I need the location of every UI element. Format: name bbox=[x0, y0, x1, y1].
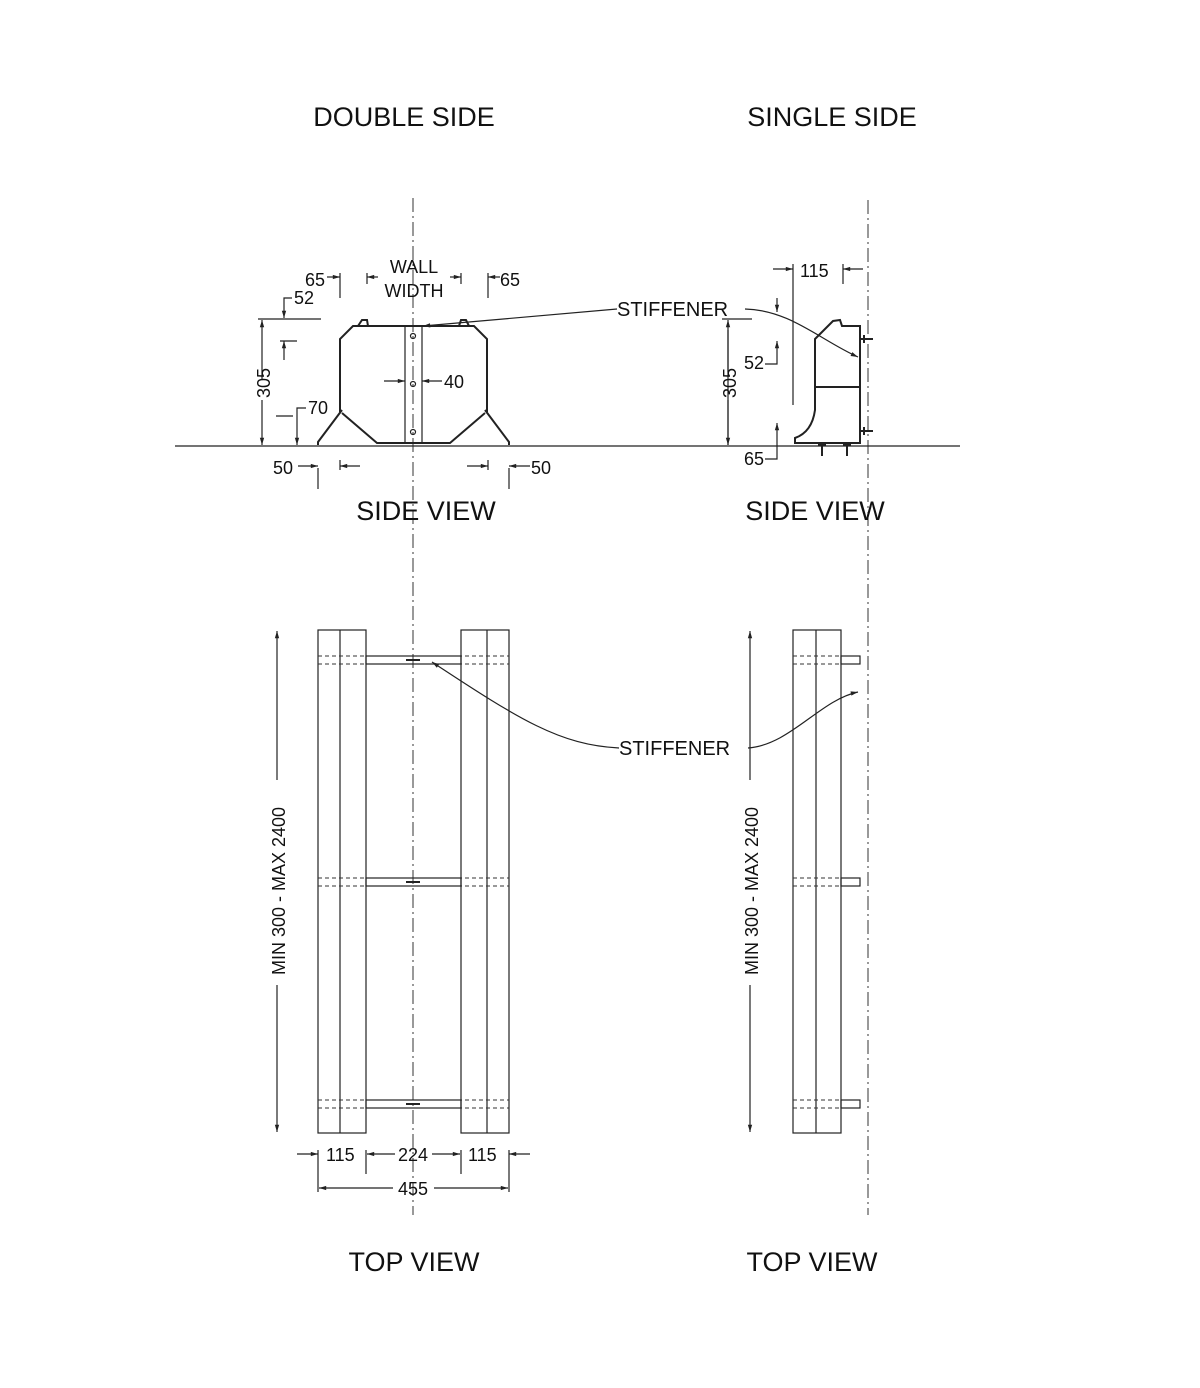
single-side-dimensions: 115 305 52 65 bbox=[720, 261, 863, 469]
dim-50-right: 50 bbox=[531, 458, 551, 478]
stiffener-label-side: STIFFENER bbox=[617, 299, 728, 321]
dim-65-right: 65 bbox=[500, 270, 520, 290]
stiffener-top-3 bbox=[318, 1099, 509, 1109]
dim-40: 40 bbox=[444, 372, 464, 392]
dim-52: 52 bbox=[294, 288, 314, 308]
stiffener-leader-top-double bbox=[431, 661, 620, 749]
double-side-dimensions: 65 WALL WIDTH 65 52 305 70 40 50 5 bbox=[254, 257, 551, 489]
wall-label: WALL bbox=[390, 257, 438, 277]
title-single-side: SINGLE SIDE bbox=[747, 102, 917, 132]
stiffener-top-1 bbox=[318, 655, 509, 665]
width-label: WIDTH bbox=[385, 281, 444, 301]
dim-455: 455 bbox=[398, 1179, 428, 1199]
dim-65-single: 65 bbox=[744, 449, 764, 469]
stiffener-leader-double bbox=[422, 308, 618, 328]
single-top-view: MIN 300 - MAX 2400 bbox=[742, 629, 861, 1134]
dim-70: 70 bbox=[308, 398, 328, 418]
dim-115-right: 115 bbox=[468, 1145, 497, 1165]
single-side-profile bbox=[794, 318, 873, 456]
dim-224: 224 bbox=[398, 1145, 428, 1165]
top-view-label-double: TOP VIEW bbox=[348, 1247, 480, 1277]
double-top-view: MIN 300 - MAX 2400 115 224 115 455 bbox=[269, 629, 530, 1199]
stiffener-label-top: STIFFENER bbox=[619, 738, 730, 760]
side-view-label-single: SIDE VIEW bbox=[745, 496, 885, 526]
dim-52-single: 52 bbox=[744, 353, 764, 373]
side-view-label-double: SIDE VIEW bbox=[356, 496, 496, 526]
stiffener-top-2 bbox=[318, 877, 509, 887]
title-double-side: DOUBLE SIDE bbox=[313, 102, 495, 132]
top-view-label-single: TOP VIEW bbox=[746, 1247, 878, 1277]
dim-115: 115 bbox=[800, 261, 829, 281]
dim-305-single: 305 bbox=[720, 368, 740, 398]
dim-305: 305 bbox=[254, 368, 274, 398]
stiffener-leader-single bbox=[744, 308, 859, 358]
dim-length-double: MIN 300 - MAX 2400 bbox=[269, 807, 289, 975]
dim-50-left: 50 bbox=[273, 458, 293, 478]
dim-65-left: 65 bbox=[305, 270, 325, 290]
stiffener-leader-top-single bbox=[747, 691, 859, 749]
dim-length-single: MIN 300 - MAX 2400 bbox=[742, 807, 762, 975]
dim-115-left: 115 bbox=[326, 1145, 355, 1165]
